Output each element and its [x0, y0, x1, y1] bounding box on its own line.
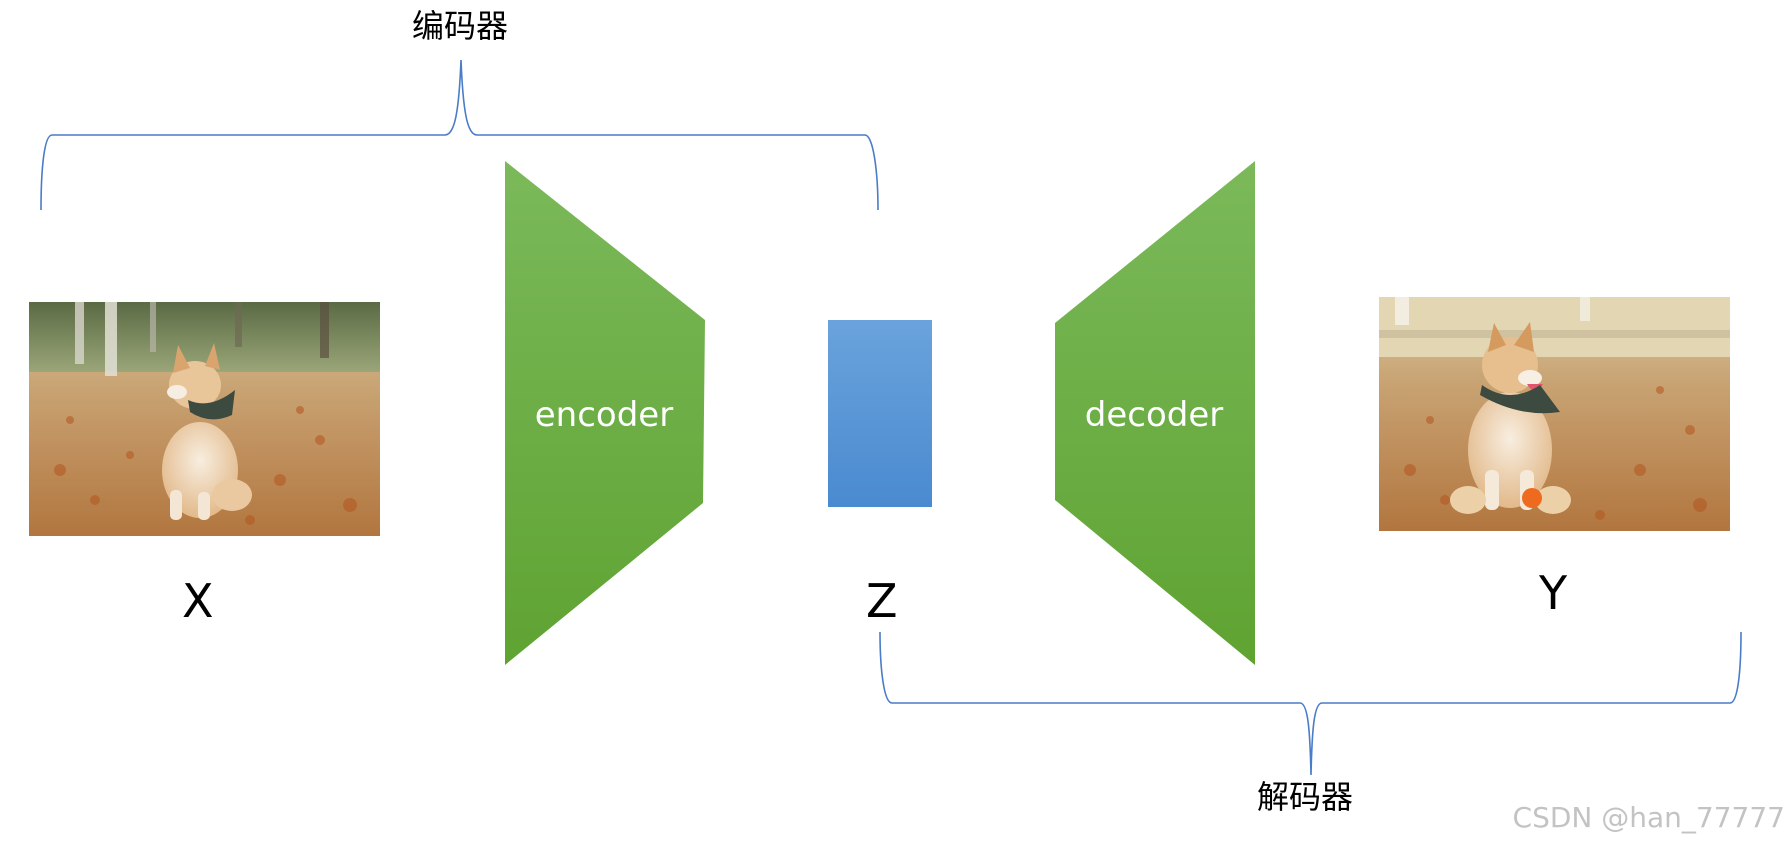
- decoder-block: [1055, 161, 1255, 665]
- latent-vector: [828, 320, 932, 507]
- y-label: Y: [1539, 566, 1568, 620]
- encoder-group-bracket: [40, 59, 879, 211]
- z-label: Z: [866, 574, 898, 628]
- decoder-group-bracket: [879, 631, 1742, 776]
- encoder-block: [505, 161, 705, 665]
- output-dog-image: [1379, 297, 1730, 531]
- encoder-label: encoder: [535, 395, 673, 435]
- input-dog-image: [29, 302, 380, 536]
- encoder-group-label: 编码器: [412, 7, 509, 45]
- x-label: X: [182, 574, 214, 628]
- decoder-group-label: 解码器: [1257, 778, 1354, 816]
- watermark: CSDN @han_77777: [1512, 801, 1785, 834]
- decoder-label: decoder: [1085, 395, 1223, 435]
